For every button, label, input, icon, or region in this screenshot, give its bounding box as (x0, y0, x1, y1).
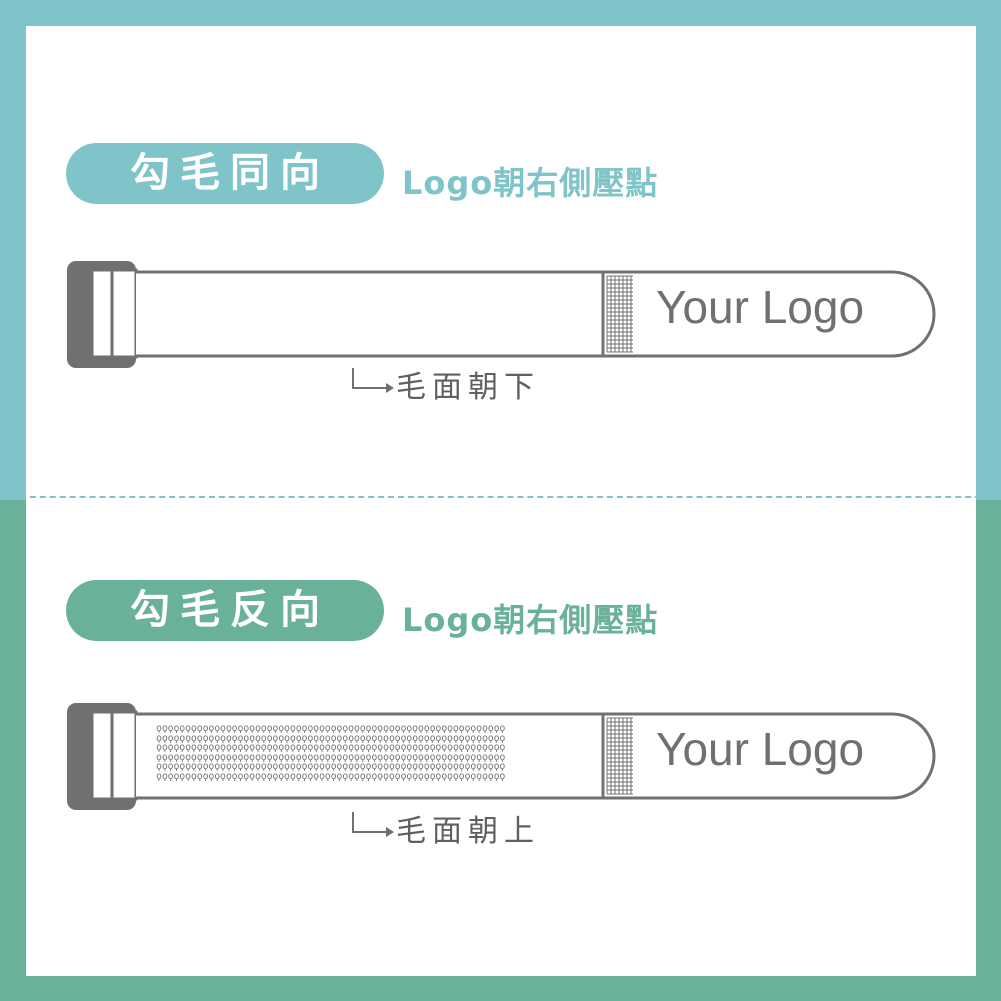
section-badge: 勾毛反向 (66, 580, 384, 641)
section-subtitle: Logo朝右側壓點 (402, 601, 659, 639)
side-label-text: 毛面朝上 (396, 814, 540, 849)
velcro-grid-pattern (601, 714, 633, 798)
badge-text: 勾毛反向 (130, 587, 330, 633)
arrow-icon (352, 812, 394, 837)
section-subtitle: Logo朝右側壓點 (402, 164, 659, 202)
strap-diagram: Your Logo (66, 258, 938, 370)
strap-diagram: ϙϙϙϙϙϙϙϙϙϙϙϙϙϙϙϙϙϙϙϙϙϙϙϙϙϙϙϙϙϙϙϙϙϙϙϙϙϙϙϙ… (66, 700, 938, 812)
side-label: 毛面朝上 (350, 812, 590, 852)
section-badge: 勾毛同向 (66, 143, 384, 204)
velcro-grid-pattern (601, 272, 635, 356)
logo-text: Your Logo (656, 281, 865, 333)
side-label: 毛面朝下 (350, 368, 590, 408)
side-label-text: 毛面朝下 (396, 370, 540, 405)
strap-outline (67, 703, 936, 810)
arrow-icon (352, 368, 394, 393)
hook-texture-pattern: ϙϙϙϙϙϙϙϙϙϙϙϙϙϙϙϙϙϙϙϙϙϙϙϙϙϙϙϙϙϙϙϙϙϙϙϙϙϙϙϙ… (156, 724, 506, 782)
section-divider (0, 496, 1001, 498)
strap-outline (67, 261, 936, 368)
logo-text: Your Logo (656, 723, 865, 775)
badge-text: 勾毛同向 (130, 150, 330, 196)
